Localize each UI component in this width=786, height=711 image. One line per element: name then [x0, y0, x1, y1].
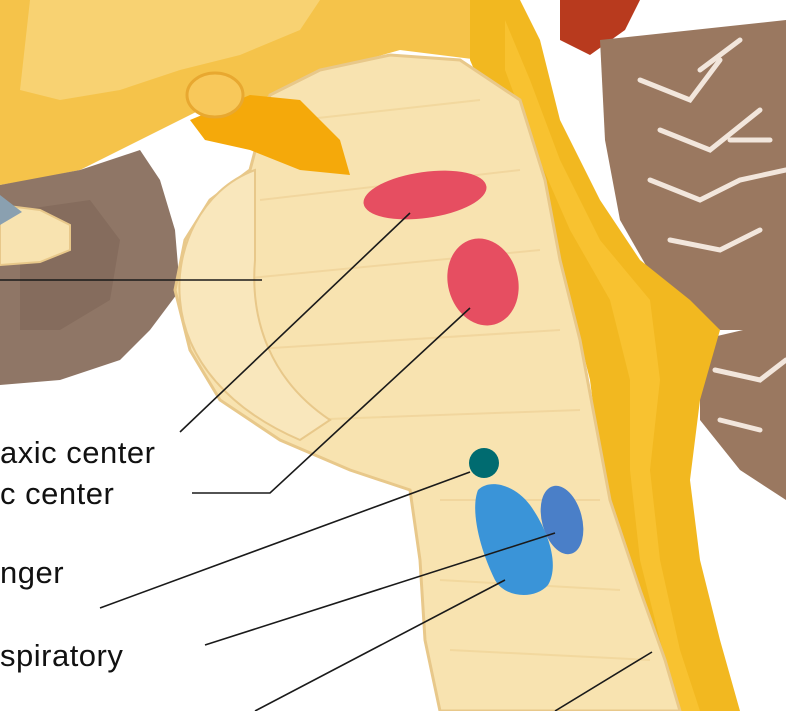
label-ventral-respiratory: spiratory — [0, 640, 123, 671]
pre-botzinger-nucleus — [469, 448, 499, 478]
small-nodule — [187, 73, 243, 117]
label-pre-botzinger: nger — [0, 557, 64, 588]
label-apneustic-center: c center — [0, 478, 114, 509]
label-pneumotaxic-center: axic center — [0, 437, 155, 468]
